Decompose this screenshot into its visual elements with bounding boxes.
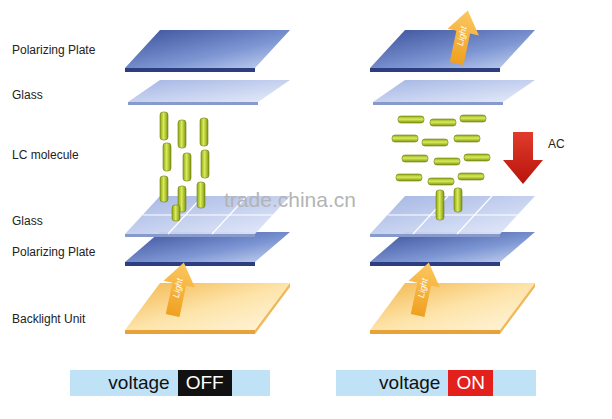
layer-label: Backlight Unit bbox=[12, 312, 85, 326]
layer-label: Polarizing Plate bbox=[12, 43, 95, 57]
watermark: trade.china.cn bbox=[224, 188, 356, 212]
layer-label: Polarizing Plate bbox=[12, 245, 95, 259]
voltage-band: voltageOFF bbox=[70, 370, 270, 396]
layer-label: LC molecule bbox=[12, 148, 79, 162]
voltage-text: voltage bbox=[379, 370, 448, 396]
voltage-band: voltageON bbox=[336, 370, 536, 396]
state-text: ON bbox=[448, 370, 493, 396]
ac-label: AC bbox=[548, 137, 565, 151]
layer-label: Glass bbox=[12, 214, 43, 228]
voltage-text: voltage bbox=[108, 370, 177, 396]
state-text: OFF bbox=[178, 370, 232, 396]
layer-label: Glass bbox=[12, 88, 43, 102]
